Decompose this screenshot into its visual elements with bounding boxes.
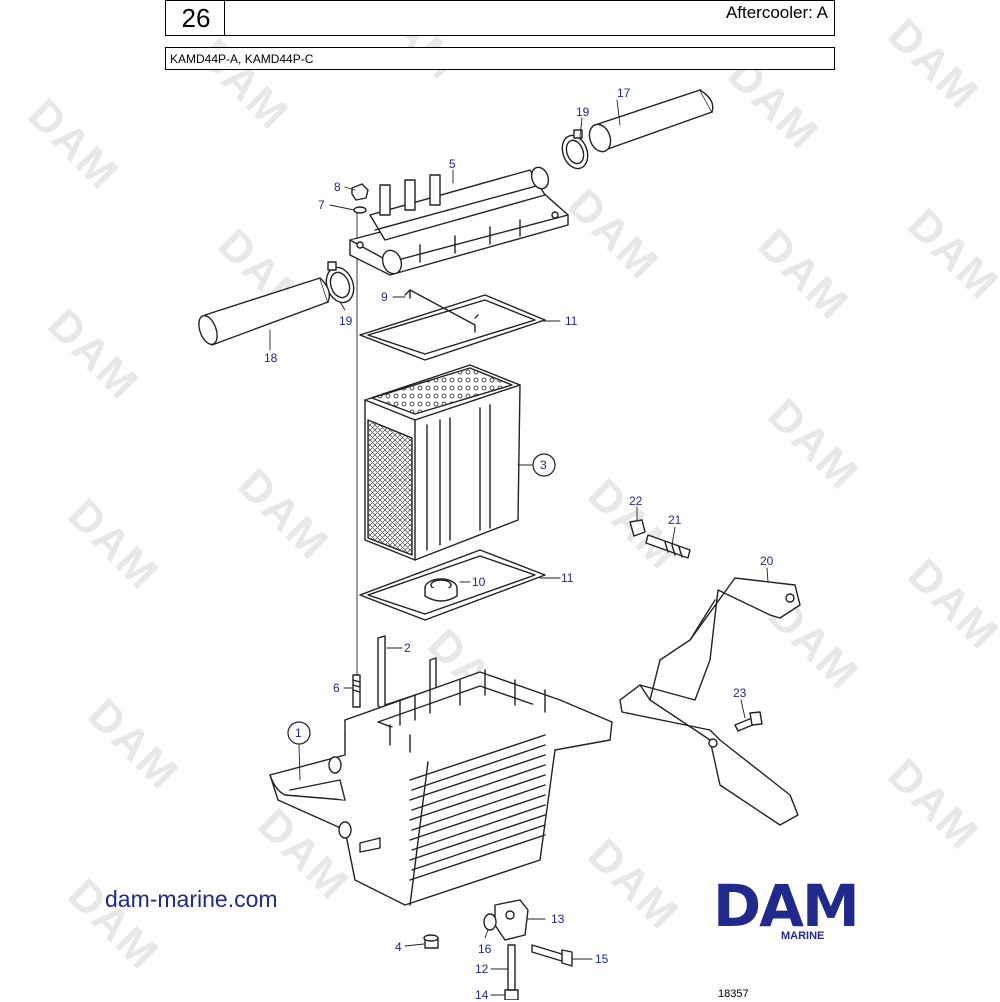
callout-21[interactable]: 21 (668, 513, 682, 527)
leader-lines (269, 99, 769, 996)
callout-circle-1 (287, 721, 311, 745)
bolt-15 (531, 944, 573, 967)
gasket-11-lower (359, 549, 546, 621)
page-title: Aftercooler: A (725, 3, 828, 22)
callout-5[interactable]: 5 (449, 157, 456, 171)
callout-8[interactable]: 8 (334, 180, 341, 194)
callout-2[interactable]: 2 (404, 641, 411, 655)
grommet-10 (424, 578, 458, 602)
hose-17 (588, 89, 714, 153)
cooler-core-3 (364, 364, 521, 561)
bolt-21 (645, 534, 691, 559)
gasket-11-upper (359, 294, 546, 361)
callout-19-lower[interactable]: 19 (339, 314, 353, 328)
callout-14[interactable]: 14 (475, 988, 489, 1002)
nut-16 (483, 913, 497, 931)
bolt-23 (734, 711, 763, 732)
callout-9[interactable]: 9 (381, 290, 388, 304)
callout-20[interactable]: 20 (760, 554, 774, 568)
callout-13[interactable]: 13 (551, 912, 565, 926)
callout-22[interactable]: 22 (629, 494, 643, 508)
website-link[interactable]: dam-marine.com (105, 886, 278, 912)
callout-23[interactable]: 23 (733, 686, 747, 700)
callout-16[interactable]: 16 (478, 942, 492, 956)
callout-10[interactable]: 10 (472, 575, 486, 589)
inlet-manifold-5 (349, 166, 569, 276)
drain-plug-4 (423, 934, 439, 949)
brand-logo: DAM (713, 872, 860, 940)
aftercooler-housing-1 (269, 669, 613, 906)
callout-11-upper[interactable]: 11 (565, 314, 578, 328)
callout-6[interactable]: 6 (333, 681, 340, 695)
support-bracket-20 (619, 577, 801, 826)
nut-14 (504, 989, 519, 1000)
callout-15[interactable]: 15 (595, 952, 609, 966)
bracket-9 (404, 289, 479, 333)
nut-8 (351, 183, 369, 201)
callout-3[interactable]: 3 (540, 458, 547, 472)
callout-19-upper[interactable]: 19 (576, 105, 590, 119)
hose-18 (198, 277, 331, 346)
callout-12[interactable]: 12 (475, 962, 489, 976)
hose-clamp-19-lower (325, 261, 355, 304)
stud-6 (352, 674, 361, 708)
page-number: 26 (181, 3, 211, 33)
callout-11-lower[interactable]: 11 (561, 571, 574, 585)
model-list: KAMD44P-A, KAMD44P-C (170, 52, 314, 66)
brand-subtext: MARINE (781, 930, 825, 942)
hose-clamp-19-upper (561, 129, 589, 170)
page-number-box: 26 (165, 0, 225, 36)
callout-4[interactable]: 4 (395, 940, 402, 954)
callout-circle-3 (532, 453, 556, 477)
callout-18[interactable]: 18 (264, 351, 278, 365)
title-box: Aftercooler: A (224, 0, 835, 36)
drawing-number: 18357 (718, 988, 749, 1000)
callout-17[interactable]: 17 (617, 86, 631, 100)
nut-22 (629, 519, 646, 537)
callout-1[interactable]: 1 (295, 726, 302, 740)
models-box: KAMD44P-A, KAMD44P-C (165, 47, 835, 70)
callout-7[interactable]: 7 (318, 198, 325, 212)
